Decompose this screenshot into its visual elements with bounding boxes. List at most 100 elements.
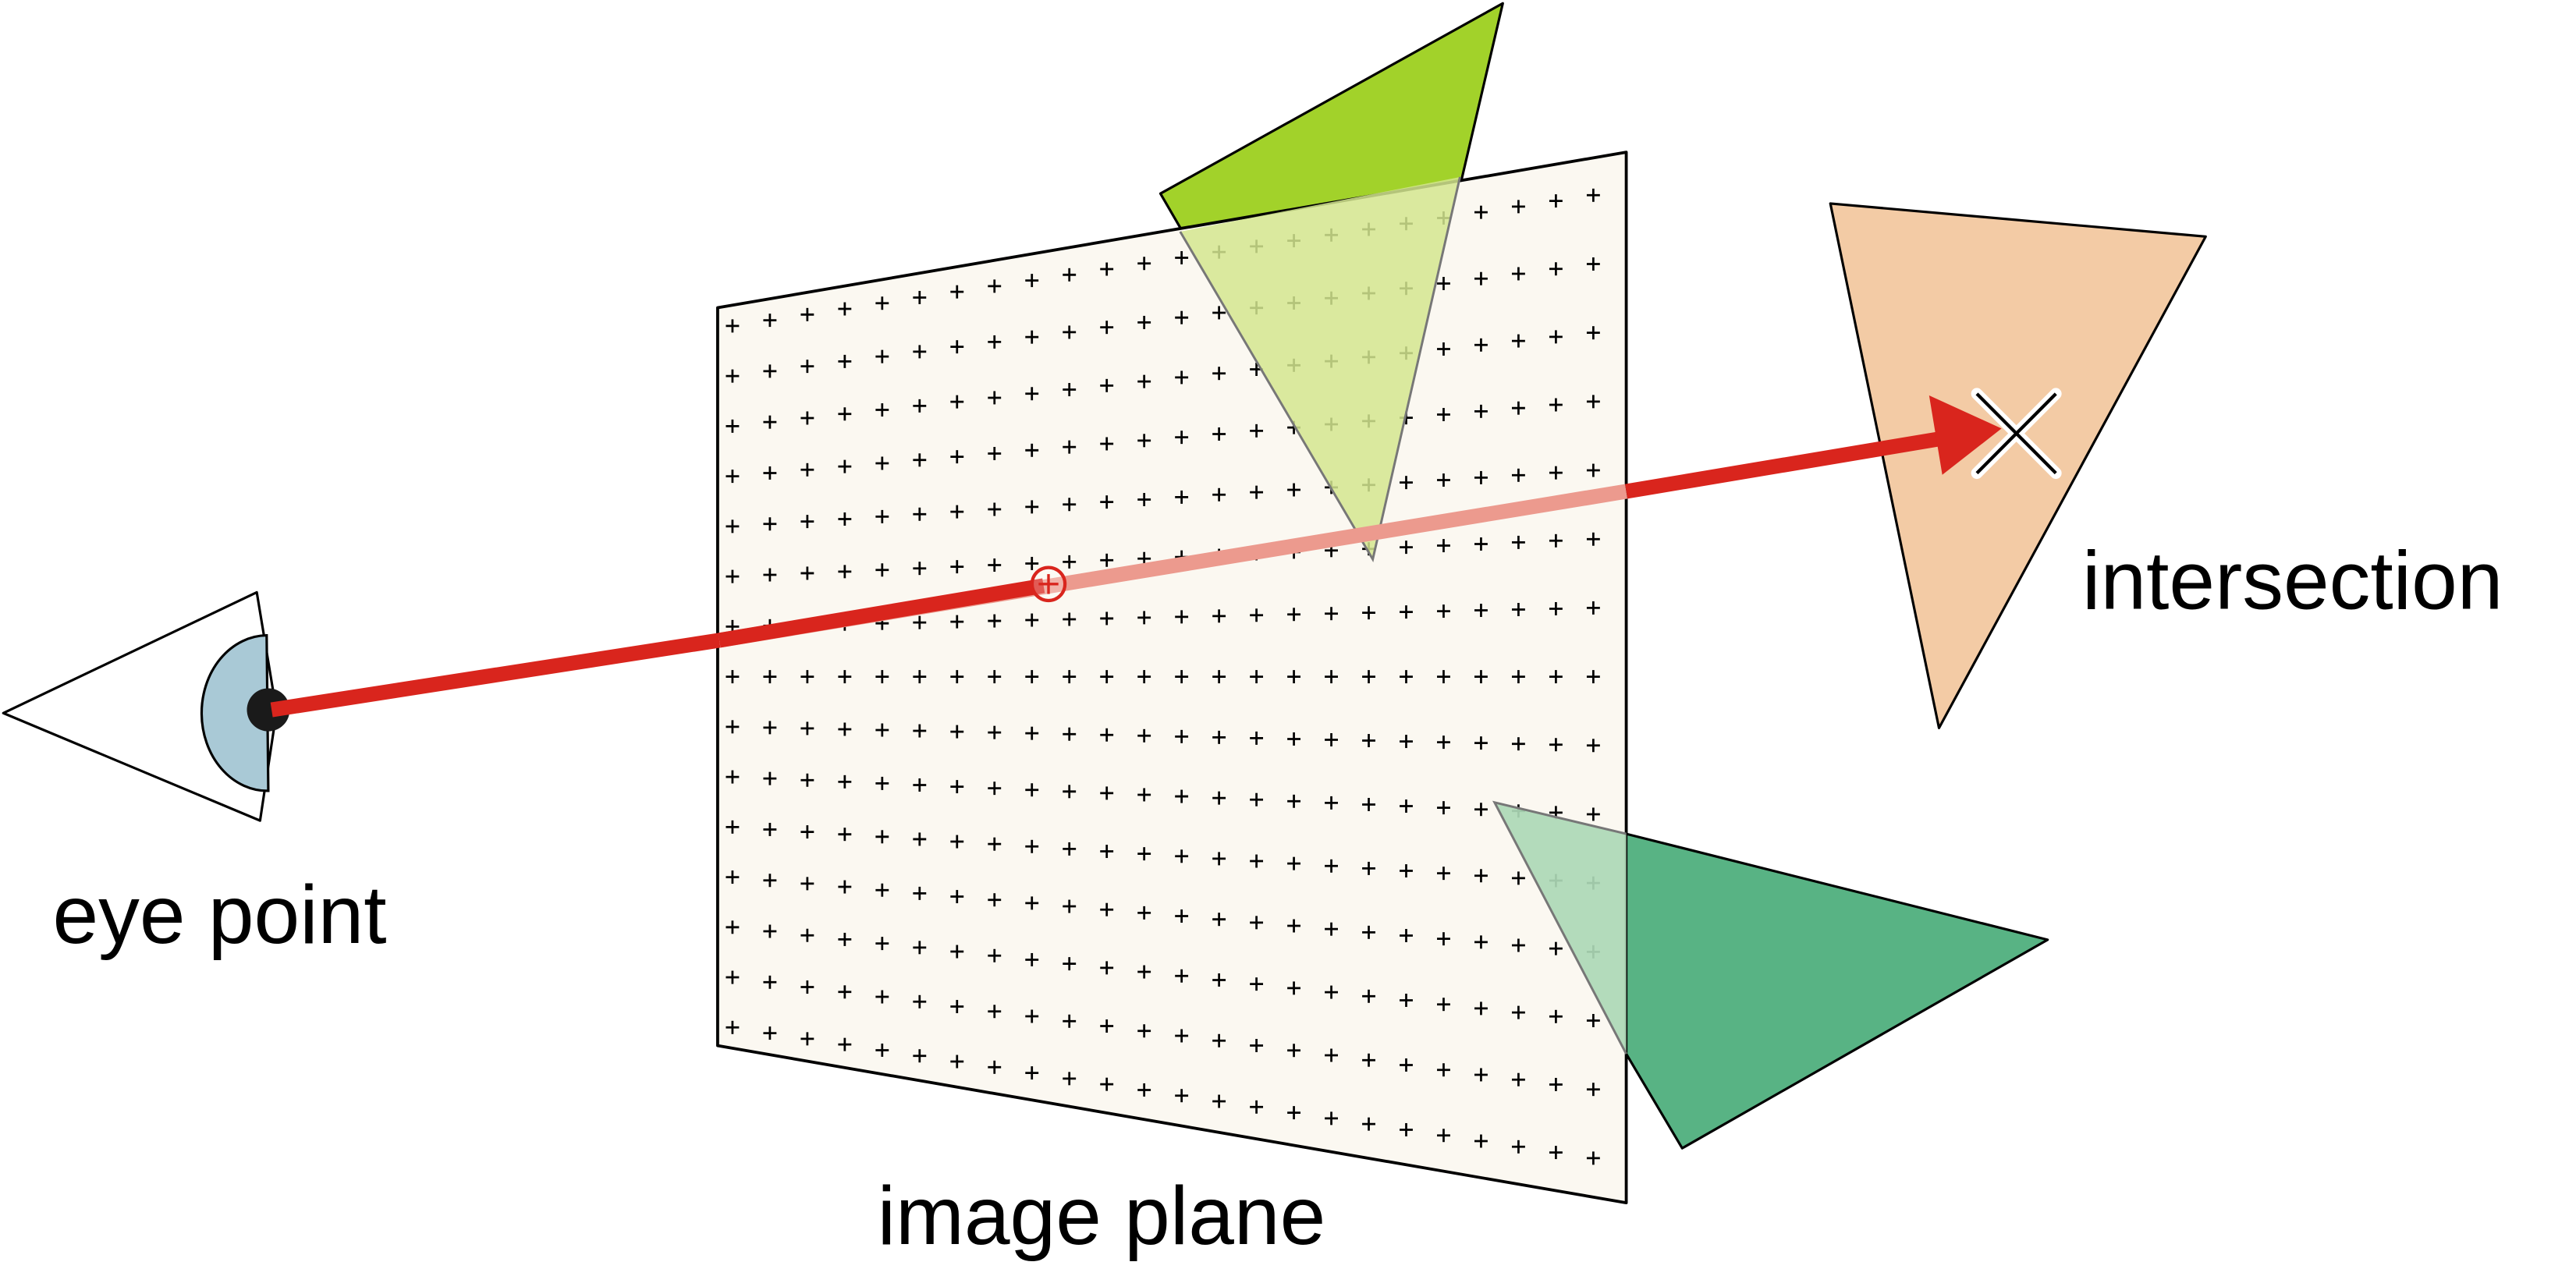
- plus-icon: [1474, 271, 1488, 285]
- plus-icon: [1175, 610, 1189, 624]
- plus-icon: [1025, 387, 1039, 401]
- plus-icon: [1137, 434, 1151, 448]
- plus-icon: [726, 670, 740, 684]
- plus-icon: [1362, 606, 1375, 620]
- plus-icon: [913, 453, 927, 467]
- plus-icon: [1212, 791, 1226, 805]
- plus-icon: [800, 463, 814, 477]
- plus-icon: [1549, 601, 1563, 615]
- plus-icon: [1437, 801, 1450, 815]
- plus-icon: [950, 615, 964, 629]
- plus-icon: [1287, 608, 1301, 622]
- plus-icon: [913, 886, 927, 900]
- plus-icon: [838, 828, 852, 842]
- plus-icon: [1025, 613, 1039, 627]
- plus-icon: [1511, 401, 1525, 415]
- plus-icon: [1212, 913, 1226, 927]
- orange-triangle: [1829, 202, 2207, 729]
- plus-icon: [1586, 463, 1600, 477]
- plus-icon: [1063, 785, 1077, 799]
- plus-icon: [838, 512, 852, 526]
- plus-icon: [913, 290, 927, 304]
- plus-icon: [875, 509, 889, 523]
- plus-icon: [1586, 1014, 1600, 1027]
- plus-icon: [838, 722, 852, 736]
- plus-icon: [1511, 1140, 1525, 1154]
- plus-icon: [875, 990, 889, 1004]
- plus-icon: [913, 507, 927, 521]
- plus-icon: [1362, 670, 1375, 684]
- plus-icon: [1400, 994, 1413, 1007]
- plus-icon: [726, 820, 740, 834]
- plus-icon: [1437, 473, 1450, 487]
- plus-icon: [988, 725, 1002, 739]
- plus-icon: [1325, 985, 1338, 999]
- plus-icon: [763, 1026, 777, 1040]
- plus-icon: [838, 932, 852, 946]
- plus-icon: [800, 411, 814, 425]
- plus-icon: [913, 399, 927, 413]
- plus-icon: [1212, 367, 1226, 381]
- plus-icon: [1137, 374, 1151, 388]
- plus-icon: [913, 345, 927, 359]
- plus-icon: [1586, 188, 1600, 202]
- plus-icon: [800, 515, 814, 529]
- plus-icon: [1025, 330, 1039, 344]
- plus-icon: [1063, 1072, 1077, 1086]
- plus-icon: [950, 285, 964, 299]
- image-plane-label: image plane: [878, 1170, 1326, 1262]
- plus-icon: [1325, 733, 1338, 746]
- plus-icon: [1100, 786, 1114, 800]
- plus-icon: [950, 780, 964, 794]
- plus-icon: [1400, 1122, 1413, 1136]
- plus-icon: [1511, 670, 1525, 684]
- plus-icon: [1212, 609, 1226, 623]
- plus-icon: [1437, 604, 1450, 619]
- plus-icon: [1212, 427, 1226, 441]
- plus-icon: [988, 335, 1002, 349]
- plus-icon: [1100, 845, 1114, 859]
- plus-icon: [1137, 257, 1151, 271]
- plus-icon: [1474, 1134, 1488, 1148]
- plus-icon: [763, 924, 777, 938]
- ray-arrowhead: [1928, 395, 2002, 475]
- plus-icon: [1100, 961, 1114, 975]
- plus-icon: [838, 1037, 852, 1051]
- plus-icon: [1287, 670, 1301, 684]
- plus-icon: [1137, 611, 1151, 625]
- plus-icon: [988, 893, 1002, 907]
- plus-icon: [988, 670, 1002, 684]
- plus-icon: [726, 470, 740, 484]
- plus-icon: [800, 721, 814, 736]
- plus-icon: [950, 450, 964, 464]
- plus-icon: [763, 975, 777, 989]
- plus-icon: [913, 1049, 927, 1063]
- plus-icon: [1437, 932, 1450, 946]
- plus-icon: [1212, 1094, 1226, 1108]
- plus-icon: [1287, 1106, 1301, 1120]
- plus-icon: [1063, 383, 1077, 397]
- plus-icon: [1175, 310, 1189, 324]
- plus-icon: [1100, 902, 1114, 916]
- plus-icon: [1437, 867, 1450, 881]
- plus-icon: [1287, 1044, 1301, 1058]
- plus-icon: [875, 563, 889, 577]
- plus-icon: [1325, 1111, 1338, 1125]
- plus-icon: [1474, 803, 1488, 817]
- plus-icon: [1511, 1005, 1525, 1019]
- plus-icon: [1137, 1083, 1151, 1097]
- plus-icon: [726, 770, 740, 784]
- plus-icon: [1287, 732, 1301, 746]
- plus-icon: [1474, 935, 1488, 949]
- plus-icon: [1063, 1014, 1077, 1028]
- plus-icon: [1137, 315, 1151, 329]
- plus-icon: [1362, 925, 1375, 939]
- plus-icon: [838, 775, 852, 789]
- plus-icon: [763, 721, 777, 735]
- plus-icon: [1549, 670, 1563, 684]
- plus-icon: [1250, 424, 1264, 438]
- plus-icon: [1586, 1151, 1600, 1165]
- plus-icon: [1212, 1033, 1226, 1047]
- plus-icon: [1400, 735, 1413, 749]
- plus-icon: [1549, 330, 1563, 344]
